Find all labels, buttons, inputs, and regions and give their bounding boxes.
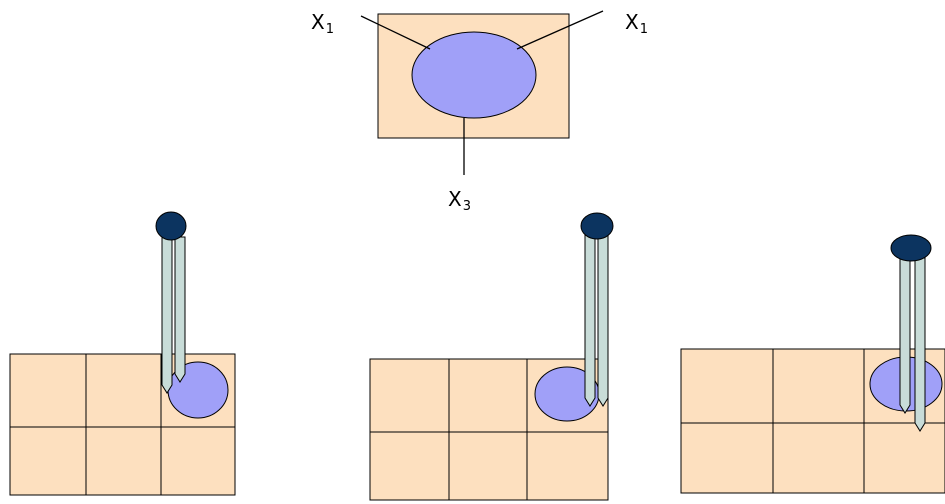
label-x1-right: X1 — [625, 12, 648, 36]
pin-shaft-right — [174, 236, 186, 383]
grid-cell — [369, 358, 450, 433]
pin-shaft-right — [597, 234, 609, 407]
grid-cell — [448, 431, 528, 501]
grid-panel-middle — [369, 212, 614, 501]
pin-head — [155, 211, 187, 241]
label-subscript: 3 — [462, 199, 471, 214]
grid-cell — [9, 353, 87, 428]
reference-blob — [411, 31, 537, 119]
pin-shaft-left — [899, 257, 911, 414]
grid-cell — [160, 426, 236, 496]
grid-panel-left — [9, 211, 236, 496]
pin-head — [890, 234, 932, 262]
pin-shaft-right — [914, 257, 926, 432]
pin-shaft-left — [161, 236, 173, 394]
label-x3: X3 — [448, 189, 471, 213]
pin-head — [580, 212, 614, 240]
pin — [155, 211, 187, 394]
grid-panel-right — [680, 234, 945, 494]
pin-shaft-left — [584, 234, 596, 407]
grid-cell — [772, 422, 865, 494]
label-main: X — [448, 187, 462, 211]
label-main: X — [625, 10, 639, 34]
grid-cell — [85, 353, 162, 428]
grid-cell — [772, 348, 865, 424]
grid-cell — [9, 426, 87, 496]
grid-cell — [448, 358, 528, 433]
leader-line-top-right — [516, 10, 604, 50]
pin — [580, 212, 614, 407]
grid-cell — [863, 422, 945, 494]
label-subscript: 1 — [639, 22, 648, 37]
label-main: X — [311, 10, 325, 34]
leader-line-top-left — [360, 15, 431, 50]
label-subscript: 1 — [325, 22, 334, 37]
reference-tile — [360, 10, 604, 175]
grid-cell — [369, 431, 450, 501]
grid-cell — [680, 422, 774, 494]
grid-cell — [526, 431, 609, 501]
label-x1-left: X1 — [311, 12, 334, 36]
grid-cell — [680, 348, 774, 424]
pin — [890, 234, 932, 432]
grid-cell — [85, 426, 162, 496]
